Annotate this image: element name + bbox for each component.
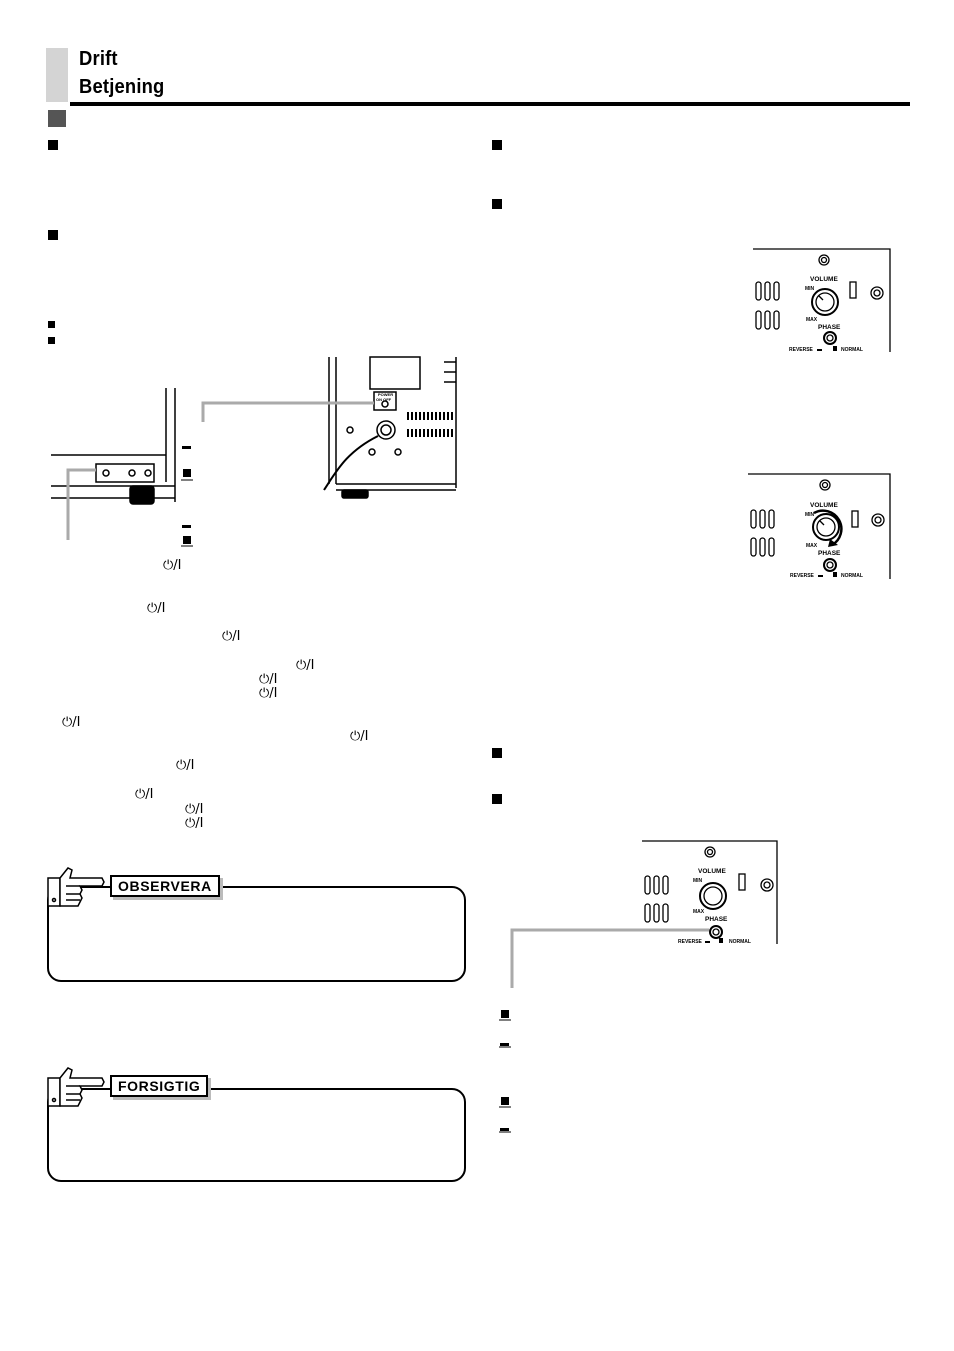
power-standby-icon: ⏻/I bbox=[259, 686, 278, 701]
volume-label: VOLUME bbox=[810, 502, 838, 509]
volume-label: VOLUME bbox=[810, 276, 838, 283]
subwoofer-illustration: POWER ON OFF bbox=[51, 356, 457, 547]
min-label: MIN bbox=[693, 878, 703, 884]
power-standby-icon: ⏻/I bbox=[222, 629, 241, 644]
title-tab bbox=[46, 48, 68, 102]
switch-up-icon bbox=[182, 446, 191, 449]
forsigtig-note-box bbox=[47, 1088, 466, 1182]
reverse-label: REVERSE bbox=[790, 573, 815, 579]
page-title-betjening: Betjening bbox=[79, 76, 165, 98]
volume-label: VOLUME bbox=[698, 868, 726, 875]
power-standby-icon: ⏻/I bbox=[259, 672, 278, 687]
switch-down-icon bbox=[501, 1010, 509, 1018]
pointing-hand-icon bbox=[47, 867, 105, 907]
phase-label: PHASE bbox=[818, 550, 841, 557]
phase-label: PHASE bbox=[705, 916, 728, 923]
observera-note-box bbox=[47, 886, 466, 982]
min-label: MIN bbox=[805, 286, 815, 292]
max-label: MAX bbox=[806, 543, 818, 549]
power-standby-icon: ⏻/I bbox=[185, 816, 204, 831]
forsigtig-label: FORSIGTIG bbox=[110, 1075, 209, 1097]
phase-switch-markers bbox=[499, 1010, 511, 1133]
square-bullet-icon bbox=[48, 140, 58, 150]
cabinet-rear-drawing bbox=[323, 356, 457, 499]
control-panel-illustration-2: VOLUME MIN MAX PHASE REVERSE NORMAL bbox=[748, 473, 891, 579]
power-standby-icon: ⏻/I bbox=[296, 658, 315, 673]
callout-line bbox=[201, 401, 374, 422]
max-label: MAX bbox=[693, 909, 705, 915]
min-label: MIN bbox=[805, 512, 815, 518]
switch-down-icon bbox=[183, 536, 191, 544]
callout-line bbox=[510, 928, 709, 988]
power-standby-icon: ⏻/I bbox=[163, 558, 182, 573]
pointing-hand-icon bbox=[47, 1067, 105, 1107]
reverse-label: REVERSE bbox=[789, 347, 814, 353]
power-switch-onoff: ON OFF bbox=[376, 397, 392, 402]
reverse-label: REVERSE bbox=[678, 939, 703, 945]
square-bullet-icon bbox=[492, 794, 502, 804]
control-panel-illustration-1: VOLUME MIN MAX PHASE REVERSE NORMAL bbox=[753, 248, 891, 353]
page-title-drift: Drift bbox=[79, 48, 118, 70]
switch-down-icon bbox=[501, 1097, 509, 1105]
power-standby-icon: ⏻/I bbox=[176, 758, 195, 773]
section-marker bbox=[48, 110, 66, 127]
square-bullet-icon bbox=[492, 748, 502, 758]
control-panel-illustration-3: VOLUME MIN MAX PHASE REVERSE NORMAL bbox=[510, 840, 778, 988]
observera-label: OBSERVERA bbox=[110, 875, 220, 897]
power-standby-icon: ⏻/I bbox=[350, 729, 369, 744]
normal-label: NORMAL bbox=[841, 347, 863, 353]
vent-grille bbox=[407, 412, 453, 437]
phase-label: PHASE bbox=[818, 324, 841, 331]
square-bullet-icon bbox=[48, 337, 55, 344]
header-rule bbox=[70, 102, 910, 106]
square-bullet-icon bbox=[492, 140, 502, 150]
power-standby-icon: ⏻/I bbox=[135, 787, 154, 802]
normal-label: NORMAL bbox=[729, 939, 751, 945]
square-bullet-icon bbox=[48, 230, 58, 240]
switch-up-icon bbox=[182, 525, 191, 528]
square-bullet-icon bbox=[492, 199, 502, 209]
power-standby-icon: ⏻/I bbox=[147, 601, 166, 616]
switch-down-icon bbox=[183, 469, 191, 477]
switch-up-icon bbox=[500, 1043, 509, 1046]
power-standby-icon: ⏻/I bbox=[185, 802, 204, 817]
normal-label: NORMAL bbox=[841, 573, 863, 579]
power-switch-label: POWER bbox=[378, 392, 393, 397]
switch-up-icon bbox=[500, 1128, 509, 1131]
square-bullet-icon bbox=[48, 321, 55, 328]
power-standby-icon: ⏻/I bbox=[62, 715, 81, 730]
callout-line bbox=[66, 468, 96, 540]
cabinet-front-drawing bbox=[51, 388, 176, 505]
max-label: MAX bbox=[806, 317, 818, 323]
